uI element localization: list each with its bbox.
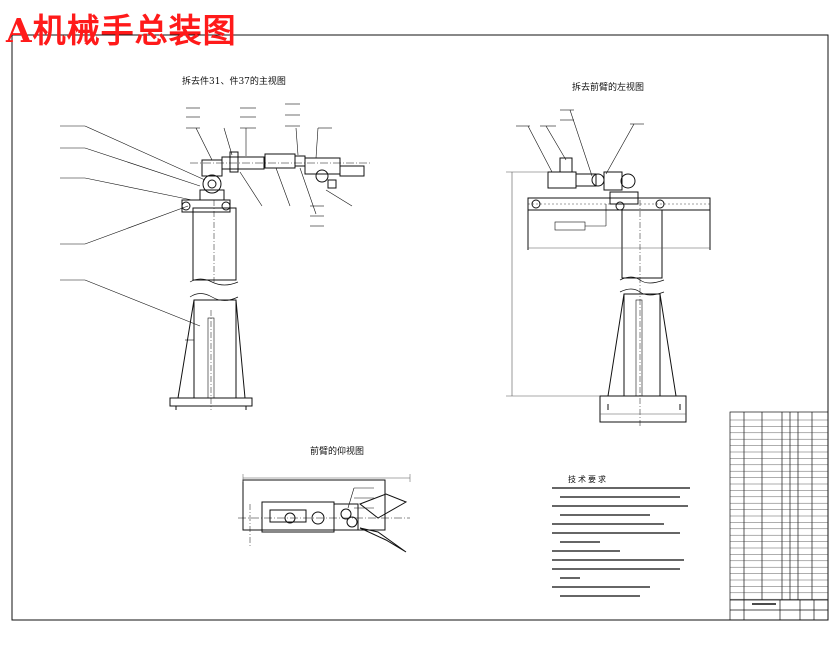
- left-view-title: 拆去前臂的左视图: [572, 83, 645, 93]
- bottom-view: [238, 474, 411, 553]
- left-view: [506, 109, 711, 426]
- front-view: [60, 103, 370, 410]
- tech-notes-heading: 技术要求: [568, 475, 608, 484]
- tech-notes-lines: [552, 487, 690, 597]
- front-view-title: 拆去件31、件37的主视图: [182, 77, 286, 87]
- title-block: [730, 599, 828, 620]
- bottom-view-title: 前臂的仰视图: [310, 447, 365, 457]
- parts-list-rows: [730, 419, 828, 600]
- title-stamp: A机械手总装图: [6, 11, 237, 50]
- sheet-border: [11, 34, 829, 621]
